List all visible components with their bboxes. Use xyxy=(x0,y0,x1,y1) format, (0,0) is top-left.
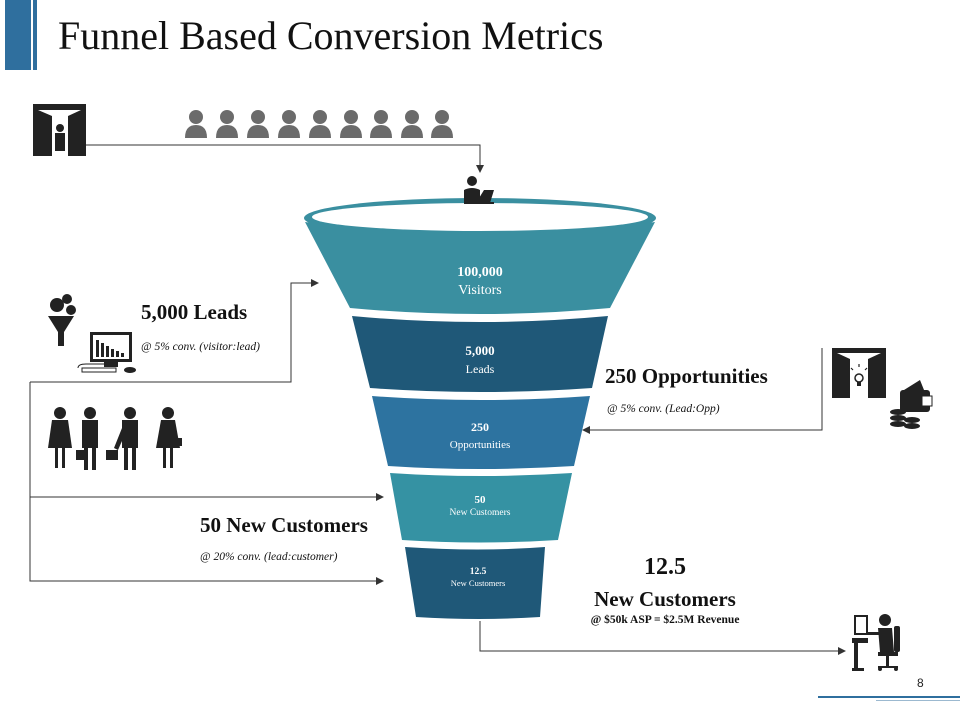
leads-arrow xyxy=(30,279,319,383)
desk-worker-icon xyxy=(852,614,900,671)
customers-arrow-2 xyxy=(29,497,384,585)
funnel-label-leads: 5,000 Leads xyxy=(400,343,560,377)
funnel-caption: Visitors xyxy=(458,283,502,298)
computer-chart-icon xyxy=(77,332,136,373)
connector-lines xyxy=(29,144,846,655)
funnel-opening xyxy=(312,203,648,231)
funnel-label-new-customers: 50 New Customers xyxy=(400,494,560,518)
leads-subtitle: @ 5% conv. (visitor:lead) xyxy=(141,341,260,353)
visitor-arrow xyxy=(86,144,484,173)
title-accent-bar xyxy=(5,0,31,70)
funnel-label-final-customers: 12.5 New Customers xyxy=(440,567,516,588)
laptop-user-icon xyxy=(464,176,494,204)
funnel-caption: New Customers xyxy=(450,578,506,588)
opportunities-subtitle: @ 5% conv. (Lead:Opp) xyxy=(607,403,720,415)
footer-line xyxy=(818,696,960,698)
business-people-icon xyxy=(48,407,182,470)
page-title: Funnel Based Conversion Metrics xyxy=(58,13,604,58)
new-customers-title: 50 New Customers xyxy=(200,513,368,537)
funnel-segment-visitors xyxy=(305,222,655,314)
crowd-icon xyxy=(185,110,453,138)
funnel-label-visitors: 100,000 Visitors xyxy=(400,265,560,299)
funnel-value: 250 xyxy=(471,420,489,434)
revenue-number: 12.5 xyxy=(644,554,686,580)
title-accent-line xyxy=(33,0,37,70)
funnel-value: 100,000 xyxy=(457,265,503,280)
opportunities-arrow xyxy=(582,348,823,434)
funnel-segment-leads xyxy=(352,316,608,392)
door-idea-icon xyxy=(832,348,886,398)
wallet-coins-icon xyxy=(890,380,933,429)
money-funnel-icon xyxy=(48,294,76,346)
page-number: 8 xyxy=(917,676,924,690)
funnel-value: 50 xyxy=(474,494,486,506)
footer-line-light xyxy=(876,700,960,701)
funnel-value: 12.5 xyxy=(469,567,487,577)
revenue-title: New Customers xyxy=(594,587,736,611)
door-person-icon xyxy=(33,104,86,156)
funnel-segment-final-customers xyxy=(405,547,545,619)
revenue-subtitle: @ $50k ASP = $2.5M Revenue xyxy=(590,614,740,626)
funnel-segment-new-customers xyxy=(390,473,572,543)
revenue-arrow xyxy=(479,621,846,655)
funnel-caption: Leads xyxy=(465,362,495,376)
funnel-caption: Opportunities xyxy=(449,439,511,451)
funnel-value: 5,000 xyxy=(465,343,495,358)
funnel-caption: New Customers xyxy=(449,508,511,518)
funnel-segment-opportunities xyxy=(372,396,590,469)
leads-title: 5,000 Leads xyxy=(141,300,248,324)
opportunities-title: 250 Opportunities xyxy=(605,364,768,388)
funnel-label-opportunities: 250 Opportunities xyxy=(400,420,560,451)
new-customers-subtitle: @ 20% conv. (lead:customer) xyxy=(200,551,338,563)
